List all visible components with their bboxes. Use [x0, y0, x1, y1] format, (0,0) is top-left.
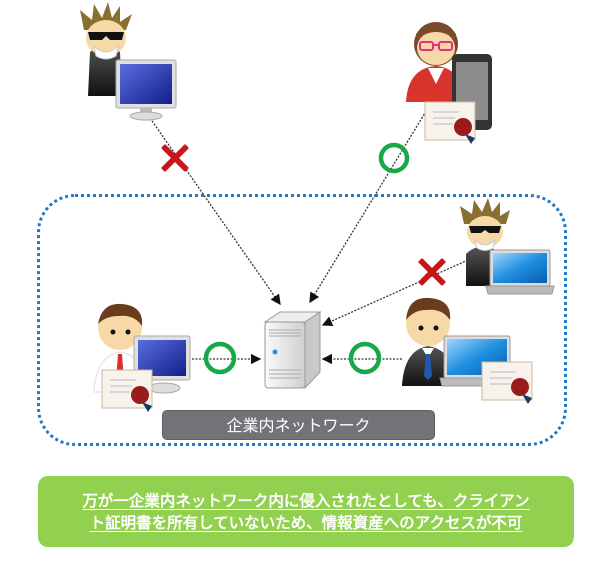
corporate-network-boundary [37, 194, 567, 446]
attacker-top-left-icon [80, 2, 177, 121]
certificate-icon [424, 101, 476, 144]
line-user-top-right [309, 107, 429, 304]
callout-line: 万が一企業内ネットワーク内に侵入されたとしても、クライアン [82, 491, 530, 510]
line-attacker-inside [321, 259, 469, 327]
cross-mark [418, 258, 446, 286]
callout-line: ト証明書を所有していないため、情報資産へのアクセスが不可 [89, 513, 523, 532]
circle-mark [348, 341, 382, 375]
circle-mark [378, 142, 410, 174]
line-attacker-top-left [149, 117, 281, 306]
circle-mark [203, 341, 237, 375]
network-label: 企業内ネットワーク [162, 410, 435, 440]
cross-mark [161, 144, 189, 172]
server-icon [263, 311, 322, 390]
certificate-icon [101, 369, 153, 412]
attacker-inside-icon [460, 198, 555, 295]
callout-box: 万が一企業内ネットワーク内に侵入されたとしても、クライアン ト証明書を所有してい… [38, 476, 574, 547]
certificate-icon [481, 361, 533, 404]
